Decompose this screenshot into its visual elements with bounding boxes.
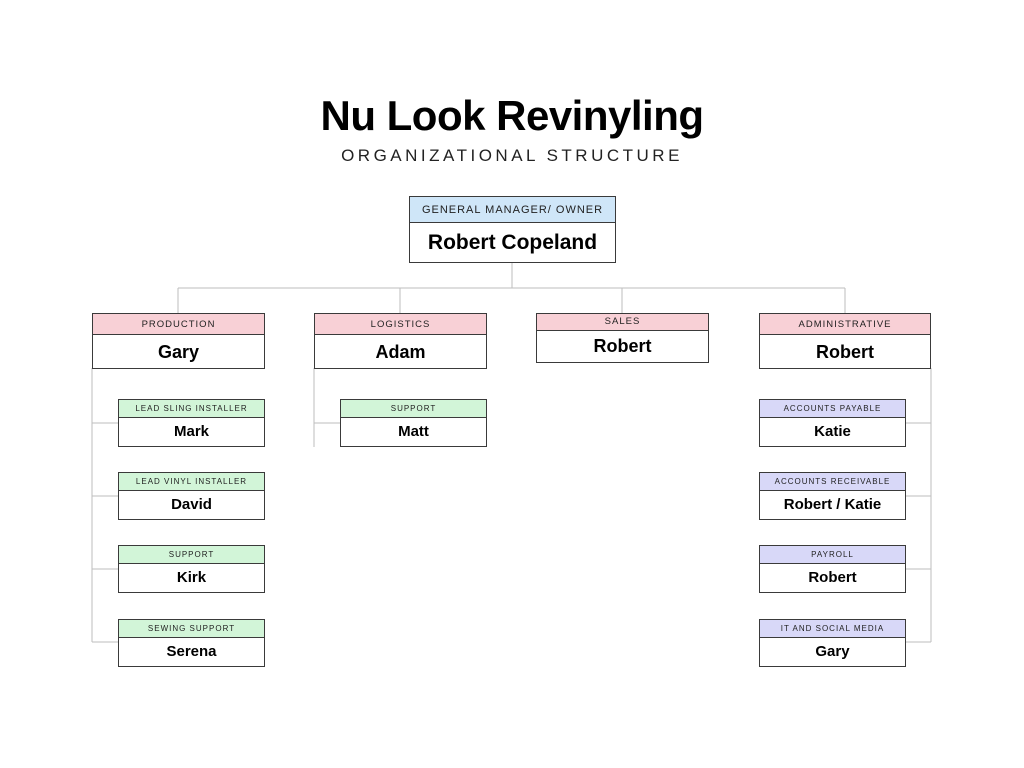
department-role: ADMINISTRATIVE xyxy=(760,314,930,335)
staff-name: Gary xyxy=(815,643,850,660)
root-node: GENERAL MANAGER/ OWNER Robert Copeland xyxy=(409,196,616,263)
staff-role: SUPPORT xyxy=(119,546,264,564)
department-sales: SALES Robert xyxy=(536,313,709,363)
staff-name: Serena xyxy=(166,643,217,660)
chart-title: Nu Look Revinyling xyxy=(320,92,704,139)
department-role: SALES xyxy=(537,314,708,331)
department-name: Adam xyxy=(375,342,426,362)
staff-role: IT AND SOCIAL MEDIA xyxy=(760,620,905,638)
administrative-staff-node: ACCOUNTS PAYABLE Katie xyxy=(759,399,906,447)
staff-name: Kirk xyxy=(176,569,207,586)
administrative-staff-node: IT AND SOCIAL MEDIA Gary xyxy=(759,619,906,667)
department-name: Robert xyxy=(816,342,874,362)
department-name: Robert xyxy=(593,336,652,356)
staff-role: LEAD SLING INSTALLER xyxy=(119,400,264,418)
chart-subtitle: ORGANIZATIONAL STRUCTURE xyxy=(341,146,683,165)
staff-role: LEAD VINYL INSTALLER xyxy=(119,473,264,491)
staff-name: David xyxy=(171,496,212,513)
staff-role: ACCOUNTS RECEIVABLE xyxy=(760,473,905,491)
administrative-staff-node: PAYROLL Robert xyxy=(759,545,906,593)
staff-name: Katie xyxy=(814,423,851,440)
staff-name: Robert xyxy=(808,569,857,586)
staff-role: SEWING SUPPORT xyxy=(119,620,264,638)
department-name: Gary xyxy=(157,342,200,362)
staff-role: SUPPORT xyxy=(341,400,486,418)
staff-role: PAYROLL xyxy=(760,546,905,564)
production-staff-node: SEWING SUPPORT Serena xyxy=(118,619,265,667)
root-name: Robert Copeland xyxy=(427,231,598,254)
administrative-staff-node: ACCOUNTS RECEIVABLE Robert / Katie xyxy=(759,472,906,520)
production-staff-node: LEAD SLING INSTALLER Mark xyxy=(118,399,265,447)
staff-name: Matt xyxy=(398,423,429,440)
logistics-staff-node: SUPPORT Matt xyxy=(340,399,487,447)
department-role: LOGISTICS xyxy=(315,314,486,335)
staff-name: Robert / Katie xyxy=(783,496,882,513)
department-administrative: ADMINISTRATIVE Robert xyxy=(759,313,931,369)
department-logistics: LOGISTICS Adam xyxy=(314,313,487,369)
staff-role: ACCOUNTS PAYABLE xyxy=(760,400,905,418)
production-staff-node: LEAD VINYL INSTALLER David xyxy=(118,472,265,520)
root-role: GENERAL MANAGER/ OWNER xyxy=(410,197,615,223)
production-staff-node: SUPPORT Kirk xyxy=(118,545,265,593)
staff-name: Mark xyxy=(173,423,210,440)
department-role: PRODUCTION xyxy=(93,314,264,335)
department-production: PRODUCTION Gary xyxy=(92,313,265,369)
